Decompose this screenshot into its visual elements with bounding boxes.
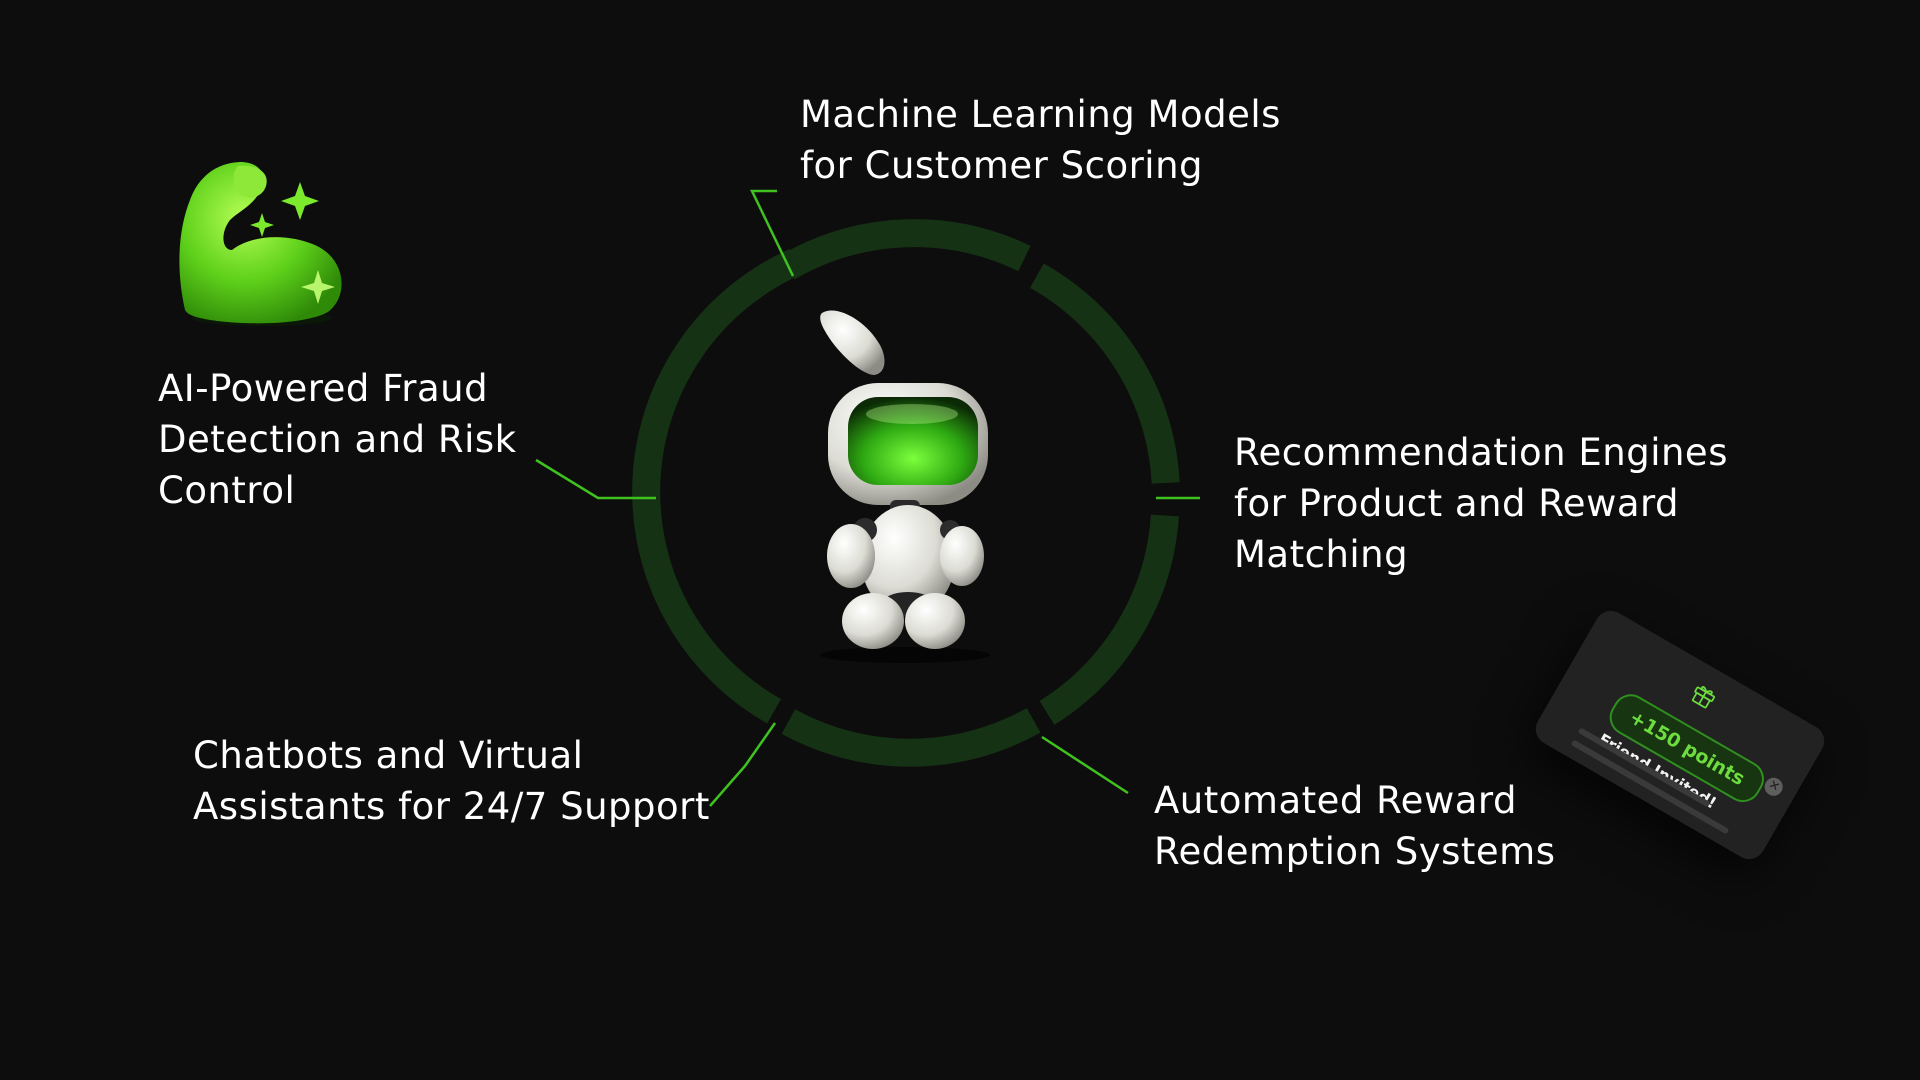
label-line: Matching [1234, 533, 1409, 576]
label-line: Recommendation Engines [1234, 431, 1728, 474]
label-line: Redemption Systems [1154, 830, 1556, 873]
label-machine-learning-models: Machine Learning Models for Customer Sco… [800, 89, 1281, 191]
ring-segment-top [780, 219, 1031, 280]
label-chatbots: Chatbots and Virtual Assistants for 24/7… [193, 730, 710, 832]
flexed-biceps-icon [179, 162, 342, 326]
label-line: Control [158, 469, 296, 512]
ring-segment-left [632, 249, 801, 724]
connector-reward [1041, 735, 1129, 795]
label-line: for Customer Scoring [800, 144, 1204, 187]
label-line: Machine Learning Models [800, 93, 1281, 136]
label-recommendation-engines: Recommendation Engines for Product and R… [1234, 427, 1728, 580]
label-line: Detection and Risk [158, 418, 517, 461]
connector-chatbots [709, 722, 777, 807]
label-line: Chatbots and Virtual [193, 734, 584, 777]
connector-ml [750, 189, 795, 277]
label-fraud-detection: AI-Powered Fraud Detection and Risk Cont… [158, 363, 517, 516]
reward-notification-card: +150 points Friend Invited! ✕ [1529, 605, 1831, 865]
label-reward-redemption: Automated Reward Redemption Systems [1154, 775, 1555, 877]
robot-mascot-icon [820, 310, 990, 663]
ring-segment-bottom [781, 708, 1041, 767]
connector-fraud [535, 458, 656, 500]
label-line: Automated Reward [1154, 779, 1517, 822]
label-line: Assistants for 24/7 Support [193, 785, 710, 828]
connectors [535, 189, 1200, 807]
close-icon[interactable]: ✕ [1761, 774, 1786, 800]
ring-segment-right [1029, 263, 1180, 484]
ring [632, 219, 1180, 767]
gift-icon [1691, 686, 1715, 709]
label-line: AI-Powered Fraud [158, 367, 489, 410]
label-line: for Product and Reward [1234, 482, 1680, 525]
ring-segment-lower-right [1039, 514, 1179, 725]
